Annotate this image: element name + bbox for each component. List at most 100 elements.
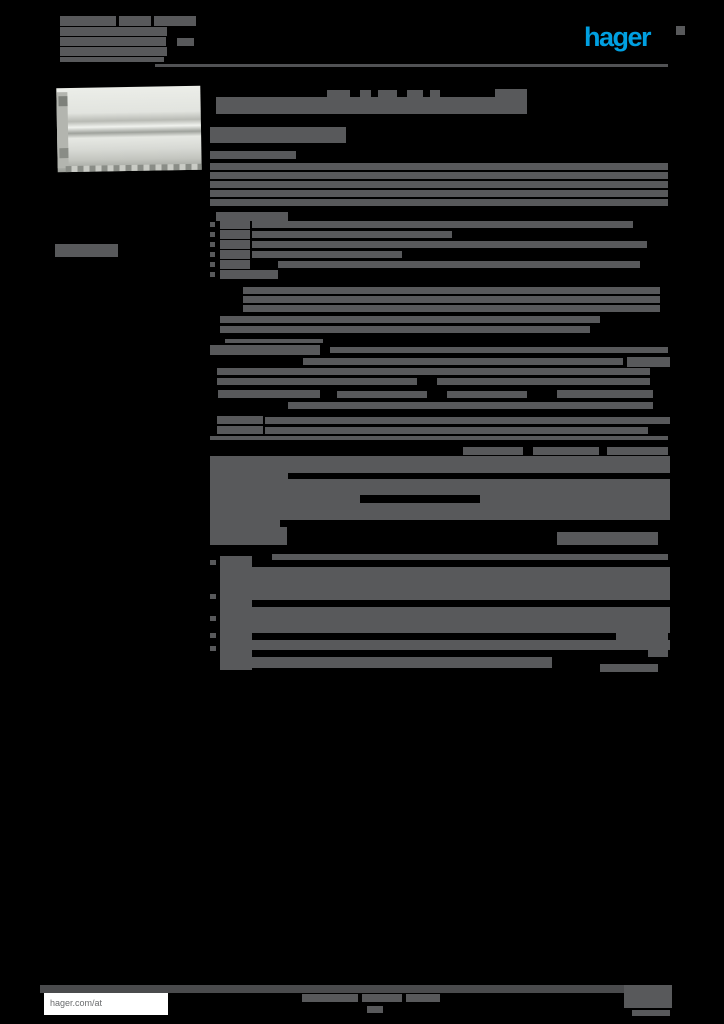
redacted-table-cell [447, 391, 527, 398]
redacted-table-value-right [648, 650, 668, 657]
redacted-table-line [437, 378, 650, 385]
redacted-table-label [217, 416, 263, 424]
redacted-list-line [252, 241, 647, 248]
redacted-table-cell [337, 391, 427, 398]
bullet-dash [210, 242, 215, 247]
redacted-section-heading [216, 212, 288, 221]
redacted-list-label [220, 270, 278, 279]
redacted-paragraph-line [243, 305, 660, 312]
redacted-image-caption [55, 244, 118, 257]
product-photo [56, 85, 202, 173]
redacted-paragraph-line [243, 287, 660, 294]
redacted-table-value-right [557, 532, 658, 545]
redacted-table-line [265, 427, 648, 434]
redacted-table-line [303, 358, 623, 365]
redacted-header-line [60, 37, 166, 46]
bullet-dash [210, 272, 215, 277]
redacted-list-line [252, 251, 402, 258]
bullet-dash [210, 633, 216, 638]
redacted-footer-text [362, 994, 402, 1002]
redacted-list-label [220, 240, 250, 249]
redacted-header-line [177, 38, 194, 46]
bullet-dash [210, 262, 215, 267]
redacted-table-line [330, 347, 668, 353]
redacted-paragraph-line [210, 190, 668, 197]
bullet-dash [210, 616, 216, 621]
redacted-header-line [154, 16, 196, 26]
bullet-dash [210, 594, 216, 599]
redacted-table-label [217, 426, 263, 434]
redacted-table-label [218, 390, 320, 398]
redacted-table-line [265, 417, 670, 424]
redacted-table-cell [533, 447, 599, 455]
redacted-list-label [220, 250, 250, 259]
table-row-gap [288, 473, 670, 479]
footer-website-box: hager.com/at [44, 993, 168, 1015]
bullet-dash [210, 252, 215, 257]
redacted-table-line [217, 378, 417, 385]
redacted-title-ascender [430, 90, 440, 98]
profile-end-notch [58, 96, 68, 107]
redacted-article-label [210, 151, 296, 159]
redacted-footer-text [302, 994, 358, 1002]
redacted-table-cell [600, 664, 658, 672]
redacted-subtitle [210, 127, 346, 143]
redacted-paragraph-line [220, 326, 590, 333]
redacted-list-line [252, 221, 633, 228]
redacted-table-value-right [616, 633, 668, 640]
redacted-paragraph-line [210, 199, 668, 206]
redacted-table-value-right [627, 357, 670, 367]
redacted-header-line [60, 47, 167, 56]
table-row-gap [280, 520, 670, 527]
redacted-dense-table [252, 657, 552, 668]
redacted-table-cell [463, 447, 523, 455]
redacted-footer-right-line [632, 1010, 670, 1016]
redacted-list-line [278, 261, 640, 268]
redacted-table-line [272, 554, 668, 560]
bullet-dash [210, 232, 215, 237]
footer-bar [40, 985, 624, 993]
hager-logo: hager [584, 22, 652, 52]
redacted-title-ascender [327, 90, 350, 98]
profile-end-notch [59, 148, 69, 159]
redacted-table-line [217, 368, 650, 375]
bullet-dash [210, 222, 215, 227]
redacted-paragraph-line [210, 181, 668, 188]
redacted-list-line [252, 231, 452, 238]
redacted-table-line [288, 402, 653, 409]
redacted-title-ascender [360, 90, 371, 98]
profile-serration [65, 163, 202, 173]
redacted-table-label [210, 527, 287, 545]
redacted-dense-table [210, 456, 670, 527]
bullet-dash [210, 646, 216, 651]
logo-mark-block [676, 26, 685, 35]
redacted-page-indicator [367, 1006, 383, 1013]
redacted-paragraph-line [243, 296, 660, 303]
redacted-dense-table [252, 607, 670, 633]
redacted-paragraph-line [220, 316, 600, 323]
redacted-list-label [220, 220, 250, 229]
redacted-list-label [220, 230, 250, 239]
redacted-paragraph-line [210, 163, 668, 170]
redacted-header-line [60, 27, 167, 36]
redacted-underline [225, 339, 323, 343]
redacted-section-heading [210, 345, 320, 355]
redacted-table-divider [210, 436, 668, 440]
redacted-dense-table [252, 567, 670, 600]
table-row-gap [360, 495, 480, 503]
redacted-table-cell [607, 447, 668, 455]
redacted-table-cell [557, 390, 653, 398]
redacted-list-label [220, 260, 250, 269]
redacted-footer-text [406, 994, 440, 1002]
redacted-paragraph-line [210, 172, 668, 179]
redacted-label-column [220, 556, 252, 670]
redacted-title-ascender [378, 90, 397, 98]
redacted-header-line [60, 57, 164, 62]
footer-website-url: hager.com/at [50, 998, 103, 1008]
redacted-footer-right-block [624, 985, 672, 1008]
bullet-dash [210, 560, 216, 565]
redacted-header-line [60, 16, 116, 26]
redacted-dense-table [252, 640, 670, 650]
redacted-product-title [216, 97, 527, 114]
